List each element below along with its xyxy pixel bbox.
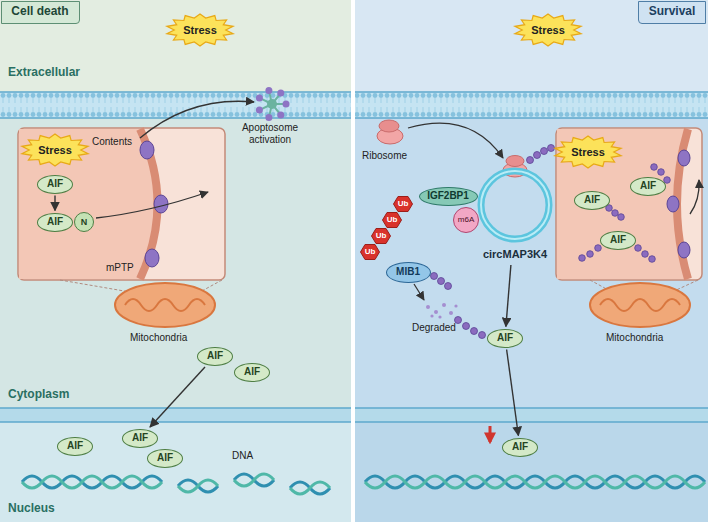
m6a-mark: m6A [453,207,479,233]
region-label: Nucleus [8,502,55,516]
node-text: AIF [584,194,600,206]
arrow-connector [150,367,205,427]
node-text: AIF [610,234,626,246]
process-label: Apoptosome activation [228,122,312,145]
ubiquitin-tag: Ub [382,212,402,228]
node-text: AIF [47,216,63,228]
ring-shape [481,171,549,239]
node-text: AIF [207,350,223,362]
node-text: Cell death [11,5,68,19]
ubiquitin-tag: Ub [393,196,413,212]
aif-protein: AIF [600,231,636,250]
node-text: AIF [640,180,656,192]
node-text: Ub [398,199,409,208]
node-text: Stress [183,24,217,37]
process-label: Degraded [412,322,456,334]
aif-protein: AIF [147,449,183,468]
ring-highlight [481,171,549,239]
aif-protein: AIF [502,438,538,457]
ring-outline [465,167,565,247]
node-text: AIF [157,452,173,464]
node-text: N [81,217,88,227]
organelle-label: Mitochondria [606,332,663,344]
hexagon-shape [372,229,391,244]
node-text: Survival [649,5,696,19]
hexagon-shape [394,197,413,212]
node-text: AIF [244,366,260,378]
node-text: m6A [458,215,474,224]
region-label: Extracellular [8,66,80,80]
stress-burst: Stress [553,135,623,169]
node-text: AIF [67,440,83,452]
part-label: Ribosome [362,150,407,162]
starburst-shape [167,14,233,46]
starburst-shape [22,134,88,166]
node-text: AIF [512,441,528,453]
panel-tab: Cell death [1,1,80,24]
node-text: AIF [132,432,148,444]
node-text: Stress [531,24,565,37]
ubiquitin-tag: Ub [371,228,391,244]
hexagon-shape [383,213,402,228]
panel-tab: Survival [638,1,706,24]
ubiquitin-tag: Ub [360,244,380,260]
circrna-ring: circMAP3K4 [465,167,565,263]
aif-protein: AIF [487,329,523,348]
aif-protein: AIF [37,213,73,232]
stress-burst: Stress [165,13,235,47]
aif-protein: AIF [122,429,158,448]
node-text: IGF2BP1 [427,190,469,202]
node-text: MIB1 [396,266,420,278]
aif-protein: AIF [37,175,73,194]
organelle-label: Mitochondria [130,332,187,344]
node-text: circMAP3K4 [483,248,547,261]
node-text: Ub [387,215,398,224]
node-text: Stress [571,146,605,159]
region-label: Cytoplasm [8,388,69,402]
aif-protein: AIF [197,347,233,366]
node-text: Ub [376,231,387,240]
hexagon-shape [361,245,380,260]
stress-burst: Stress [20,133,90,167]
n-fragment: N [74,212,94,232]
aif-protein: AIF [574,191,610,210]
node-text: Stress [38,144,72,157]
part-label: mPTP [106,262,134,274]
starburst-shape [515,14,581,46]
aif-protein: AIF [57,437,93,456]
part-label: Contents [92,136,132,148]
aif-protein: AIF [234,363,270,382]
arrow-connector [506,265,511,327]
stress-burst: Stress [513,13,583,47]
node-text: AIF [47,178,63,190]
node-text: Ub [365,247,376,256]
aif-protein: AIF [630,177,666,196]
arrow-connector [54,196,55,211]
arrow-connector [507,350,519,436]
igf2bp1-protein: IGF2BP1 [419,187,478,206]
part-label: DNA [232,450,253,462]
mib1-ligase: MIB1 [386,262,431,283]
node-text: AIF [497,332,513,344]
starburst-shape [555,136,621,168]
